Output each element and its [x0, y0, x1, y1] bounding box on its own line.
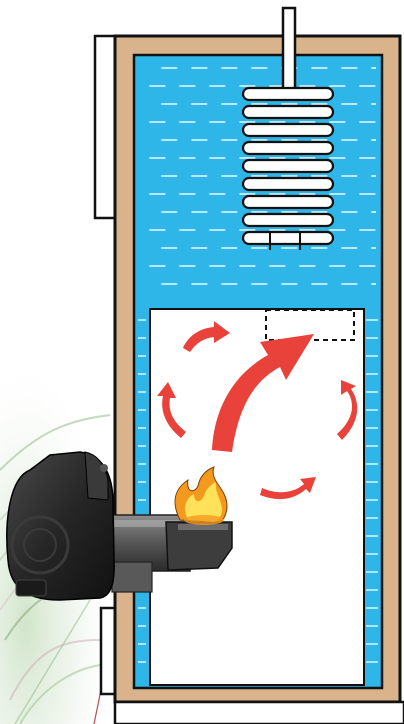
coil-loop — [243, 232, 333, 244]
coil-loop — [243, 124, 333, 136]
coil-loop — [243, 88, 333, 100]
coil-loop — [243, 106, 333, 118]
coil-loop — [243, 196, 333, 208]
coil-loop — [243, 160, 333, 172]
wall-bracket-upper — [95, 36, 115, 218]
coil-loop — [243, 178, 333, 190]
boiler-floor-plate — [115, 702, 404, 724]
coil-loop — [243, 214, 333, 226]
coil-loop — [243, 142, 333, 154]
